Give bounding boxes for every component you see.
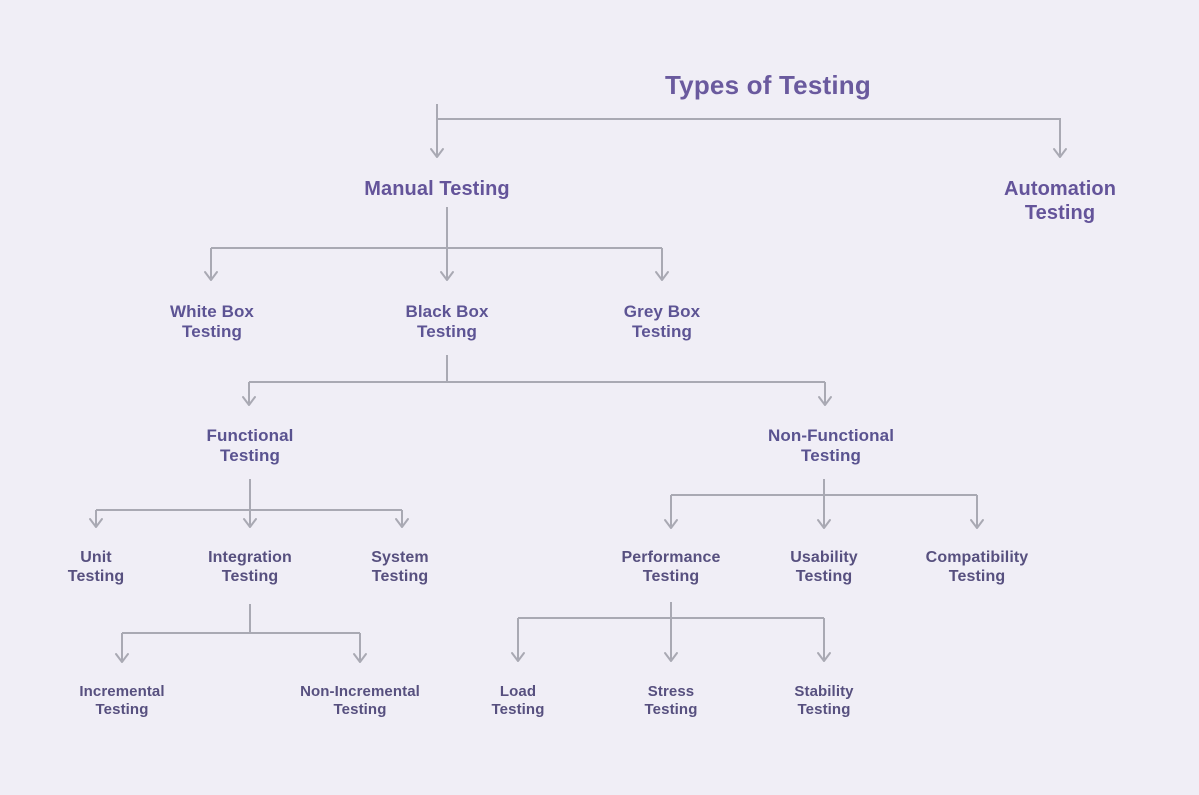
node-unit-testing: Unit Testing <box>67 549 125 585</box>
node-non-incremental-testing: Non-Incremental Testing <box>300 683 420 718</box>
edge-nonfunctional-to-children <box>664 479 984 529</box>
node-performance-testing: Performance Testing <box>621 549 721 585</box>
node-functional-testing: Functional Testing <box>206 426 294 466</box>
node-integration-testing: Integration Testing <box>208 549 292 585</box>
edge-root-to-level1 <box>430 104 1067 158</box>
node-stress-testing: Stress Testing <box>644 683 698 718</box>
node-system-testing: System Testing <box>371 549 429 585</box>
node-grey-box-testing: Grey Box Testing <box>623 302 701 342</box>
edge-performance-to-children <box>511 602 831 662</box>
node-load-testing: Load Testing <box>491 683 545 718</box>
edge-manual-to-boxes <box>204 207 669 281</box>
node-manual-testing: Manual Testing <box>364 178 510 200</box>
node-types-of-testing: Types of Testing <box>665 70 871 100</box>
node-non-functional-testing: Non-Functional Testing <box>767 426 895 466</box>
node-automation-testing: Automation Testing <box>1003 178 1117 224</box>
node-incremental-testing: Incremental Testing <box>79 683 165 718</box>
node-stability-testing: Stability Testing <box>794 683 854 718</box>
edge-functional-to-children <box>89 479 409 528</box>
node-black-box-testing: Black Box Testing <box>405 302 489 342</box>
edge-blackbox-to-functional <box>242 355 832 406</box>
node-compatibility-testing: Compatibility Testing <box>925 549 1029 585</box>
node-usability-testing: Usability Testing <box>790 549 858 585</box>
node-white-box-testing: White Box Testing <box>169 302 254 342</box>
edge-integration-to-children <box>115 604 367 663</box>
